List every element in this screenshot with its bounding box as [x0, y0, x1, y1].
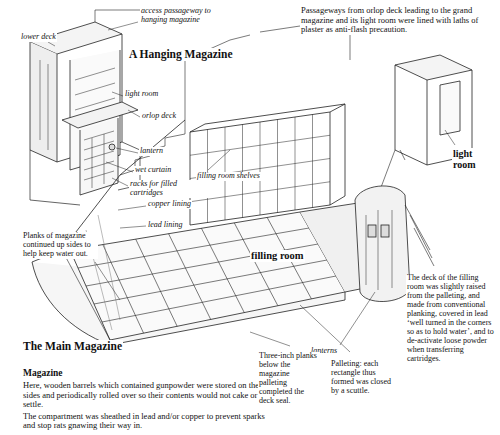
- callout-label: orlop deck: [141, 112, 177, 121]
- heading-label: light room: [452, 148, 486, 170]
- callout-label: Planks of magazine continued up sides to…: [22, 232, 98, 259]
- grid-stroke: [136, 239, 177, 326]
- grid-stroke: [234, 223, 278, 306]
- callout-label: copper lining: [147, 200, 192, 209]
- heading-label: filling room: [250, 250, 305, 262]
- grid-stroke: [94, 260, 327, 304]
- grid-stroke: [102, 276, 336, 322]
- heading-label: The Main Magazine: [22, 340, 123, 353]
- callout-label: lantern: [139, 147, 164, 156]
- callout-label: lead lining: [147, 221, 183, 230]
- grid-stroke: [201, 228, 244, 312]
- grid-stroke: [190, 135, 330, 155]
- callout-label: Palleting: each rectangle thus formed wa…: [330, 360, 398, 396]
- grid-stroke: [190, 182, 330, 202]
- callout-label: Passageways from orlop deck leading to t…: [300, 6, 492, 35]
- callout-label: access passageway to hanging magazine: [140, 7, 222, 25]
- grid-stroke: [169, 234, 211, 320]
- callout-label: The deck of the filling room was slightl…: [406, 274, 498, 364]
- callout-label: Here, wooden barrels which contained gun…: [22, 381, 267, 410]
- callout-label: lower deck: [20, 33, 57, 42]
- callout-label: filling room shelves: [196, 172, 261, 181]
- grid-stroke: [78, 228, 309, 268]
- heading-label: Magazine: [22, 368, 64, 379]
- callout-label: The compartment was sheathed in lead and…: [22, 412, 267, 431]
- callout-label: Three-inch planks below the magazine pal…: [258, 352, 320, 406]
- heading-label: A Hanging Magazine: [128, 48, 234, 61]
- grid-stroke: [86, 244, 318, 286]
- callout-label: racks for filled cartridges: [129, 180, 209, 198]
- callout-label: wet curtain: [134, 166, 172, 175]
- callout-label: light room: [124, 90, 159, 99]
